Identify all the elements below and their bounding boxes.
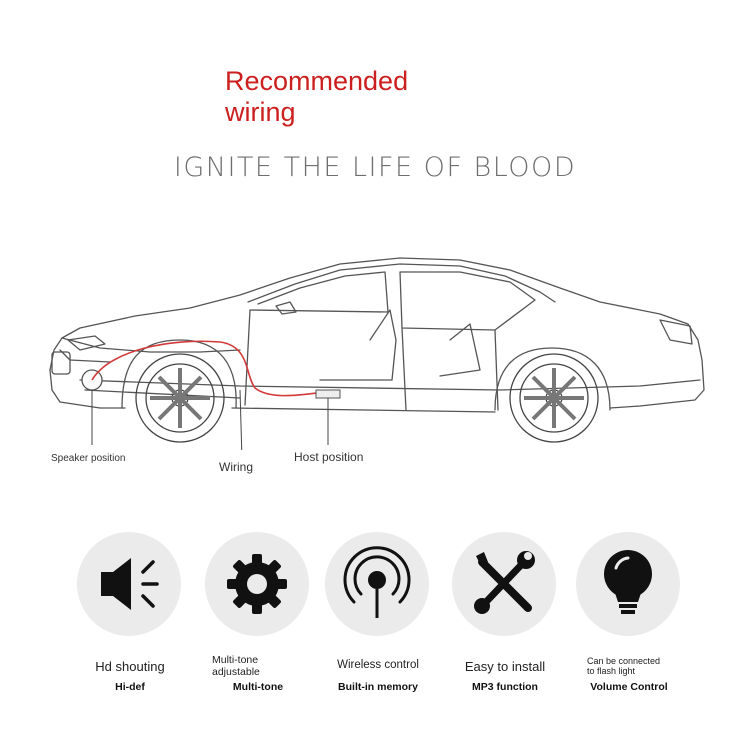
speaker-icon-badge [77,532,181,636]
wireless-icon-badge [325,532,429,636]
feature-main-label: Easy to install [464,659,546,674]
feature-main-label: Multi-tone adjustable [212,654,324,678]
title-line-1: Recommended [225,66,409,96]
host-position-label: Host position [294,450,364,464]
speaker-position-label: Speaker position [51,453,126,464]
tools-icon-badge [452,532,556,636]
feature-sub-label: Hi-def [115,681,145,693]
recommended-wiring-title: Recommended wiring [225,66,485,128]
feature-main-label: Hd shouting [95,659,165,674]
feature-main-line-1: Can be connected [587,656,661,666]
feature-sub-label: MP3 function [472,681,538,693]
car-wiring-illustration [49,257,705,450]
feature-sub-label: Built-in memory [338,681,418,693]
tools-icon [474,551,535,614]
feature-sub-label: Volume Control [590,681,668,693]
feature-main-label: Wireless control [337,659,419,671]
feature-main-line-2: adjustable [212,666,260,678]
wiring-label: Wiring [219,460,254,474]
feature-main-line-1: Multi-tone [212,654,259,666]
tagline: IGNITE THE LIFE OF BLOOD [173,152,577,183]
feature-main-line-2: to flash light [587,666,636,676]
light-bulb-icon-badge [576,532,680,636]
gear-icon [227,554,287,614]
speaker-icon [101,558,159,610]
light-bulb-icon [604,550,652,614]
title-line-2: wiring [225,97,296,127]
feature-main-label: Can be connected to flash light [587,656,699,676]
feature-sub-label: Multi-tone [232,681,284,693]
wireless-icon [343,546,411,618]
gear-icon-badge [205,532,309,636]
